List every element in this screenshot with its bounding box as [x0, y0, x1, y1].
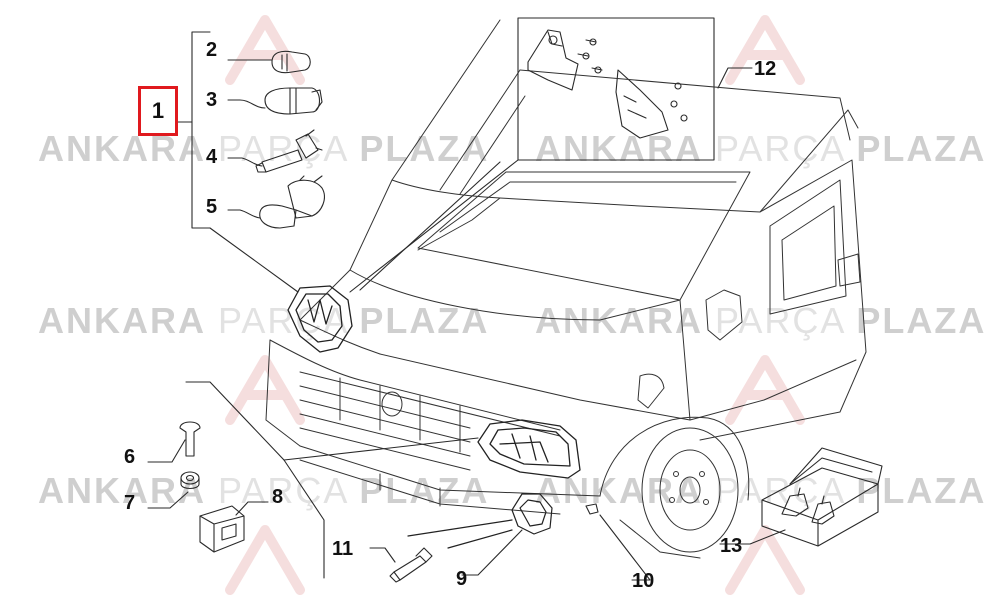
- assembly-leaders: [209, 159, 519, 293]
- logo-watermark: [225, 15, 805, 595]
- fog-lamp: [407, 493, 553, 549]
- callout-6[interactable]: 6: [124, 446, 136, 468]
- headlamp-left: [287, 285, 353, 353]
- headlamp-right: [477, 419, 581, 479]
- callout-13[interactable]: 13: [720, 535, 743, 557]
- bulb-5: [259, 175, 325, 229]
- callout-8[interactable]: 8: [272, 486, 284, 508]
- bulb-11: [389, 547, 433, 583]
- bulb-2: [271, 50, 311, 74]
- callout-10[interactable]: 10: [632, 570, 655, 592]
- callout-4[interactable]: 4: [206, 146, 218, 168]
- callout-5[interactable]: 5: [206, 196, 218, 218]
- clip-10: [585, 503, 599, 515]
- bracket-8: [199, 505, 245, 553]
- bulb-3: [264, 87, 323, 115]
- callout-12[interactable]: 12: [754, 58, 777, 80]
- leader-lines: [147, 59, 786, 581]
- vehicle-outline: [265, 19, 867, 559]
- callout-7[interactable]: 7: [124, 492, 136, 514]
- callout-11[interactable]: 11: [332, 538, 354, 560]
- callout-1: 1: [151, 98, 165, 123]
- callout-2[interactable]: 2: [206, 39, 218, 61]
- fastener-kit-box: [517, 17, 715, 161]
- assembly-leaders-lower: [185, 381, 479, 579]
- nut-7: [180, 471, 200, 490]
- callout-1-highlight[interactable]: 1: [138, 86, 178, 136]
- screw-6: [179, 421, 201, 457]
- callout-3[interactable]: 3: [206, 89, 218, 111]
- bulb-group-bracket: [177, 31, 211, 229]
- callout-9[interactable]: 9: [456, 568, 468, 590]
- bulb-4: [255, 129, 323, 173]
- bulb-kit-box: [761, 447, 883, 547]
